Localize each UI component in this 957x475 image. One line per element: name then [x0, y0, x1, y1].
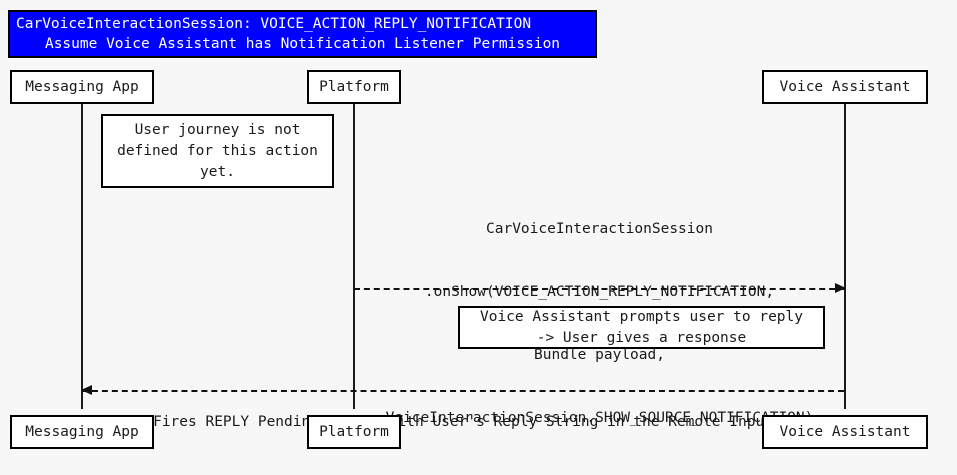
- note-user-journey-line-3: yet.: [200, 163, 235, 180]
- message-reply-intent-line-1: Fires REPLY Pending Intent with User's R…: [153, 414, 773, 430]
- participant-head-platform[interactable]: Platform: [307, 70, 401, 104]
- note-user-journey: User journey is not defined for this act…: [101, 114, 334, 188]
- message-reply-intent-arrow-shaft: [82, 390, 844, 392]
- participant-head-messaging-app[interactable]: Messaging App: [10, 70, 154, 104]
- diagram-title-box: CarVoiceInteractionSession: VOICE_ACTION…: [8, 10, 597, 58]
- note-user-journey-line-1: User journey is not: [134, 121, 301, 138]
- message-reply-intent-arrow: [81, 385, 844, 396]
- message-onshow-arrow-shaft: [354, 288, 845, 290]
- participant-head-platform-label: Platform: [319, 79, 389, 95]
- participant-head-voice-assistant[interactable]: Voice Assistant: [762, 70, 928, 104]
- message-onshow-line-4: VoiceInteractionSession.SHOW_SOURCE_NOTI…: [385, 410, 814, 426]
- lifeline-messaging-app: [81, 104, 83, 409]
- participant-foot-platform-label: Platform: [319, 424, 389, 440]
- participant-foot-messaging-app[interactable]: Messaging App: [10, 415, 154, 449]
- message-onshow-arrow: [354, 283, 846, 294]
- participant-head-messaging-app-label: Messaging App: [25, 79, 139, 95]
- message-onshow-line-1: CarVoiceInteractionSession: [486, 221, 713, 237]
- diagram-title-line-1: CarVoiceInteractionSession: VOICE_ACTION…: [16, 16, 532, 32]
- lifeline-voice-assistant: [844, 104, 846, 409]
- note-voice-prompt-line-2: -> User gives a response: [536, 329, 747, 346]
- participant-foot-voice-assistant-label: Voice Assistant: [779, 424, 911, 440]
- lifeline-platform: [353, 104, 355, 409]
- note-voice-prompt-line-1: Voice Assistant prompts user to reply: [479, 308, 803, 325]
- participant-foot-voice-assistant[interactable]: Voice Assistant: [762, 415, 928, 449]
- message-onshow-arrow-head: [835, 283, 846, 293]
- participant-foot-platform[interactable]: Platform: [307, 415, 401, 449]
- note-voice-prompt: Voice Assistant prompts user to reply ->…: [458, 306, 825, 349]
- diagram-title-line-2: Assume Voice Assistant has Notification …: [44, 36, 561, 52]
- note-user-journey-line-2: defined for this action: [117, 142, 318, 159]
- message-onshow-line-3: Bundle payload,: [534, 347, 665, 363]
- message-reply-intent-arrow-head: [81, 385, 92, 395]
- participant-head-voice-assistant-label: Voice Assistant: [779, 79, 911, 95]
- participant-foot-messaging-app-label: Messaging App: [25, 424, 139, 440]
